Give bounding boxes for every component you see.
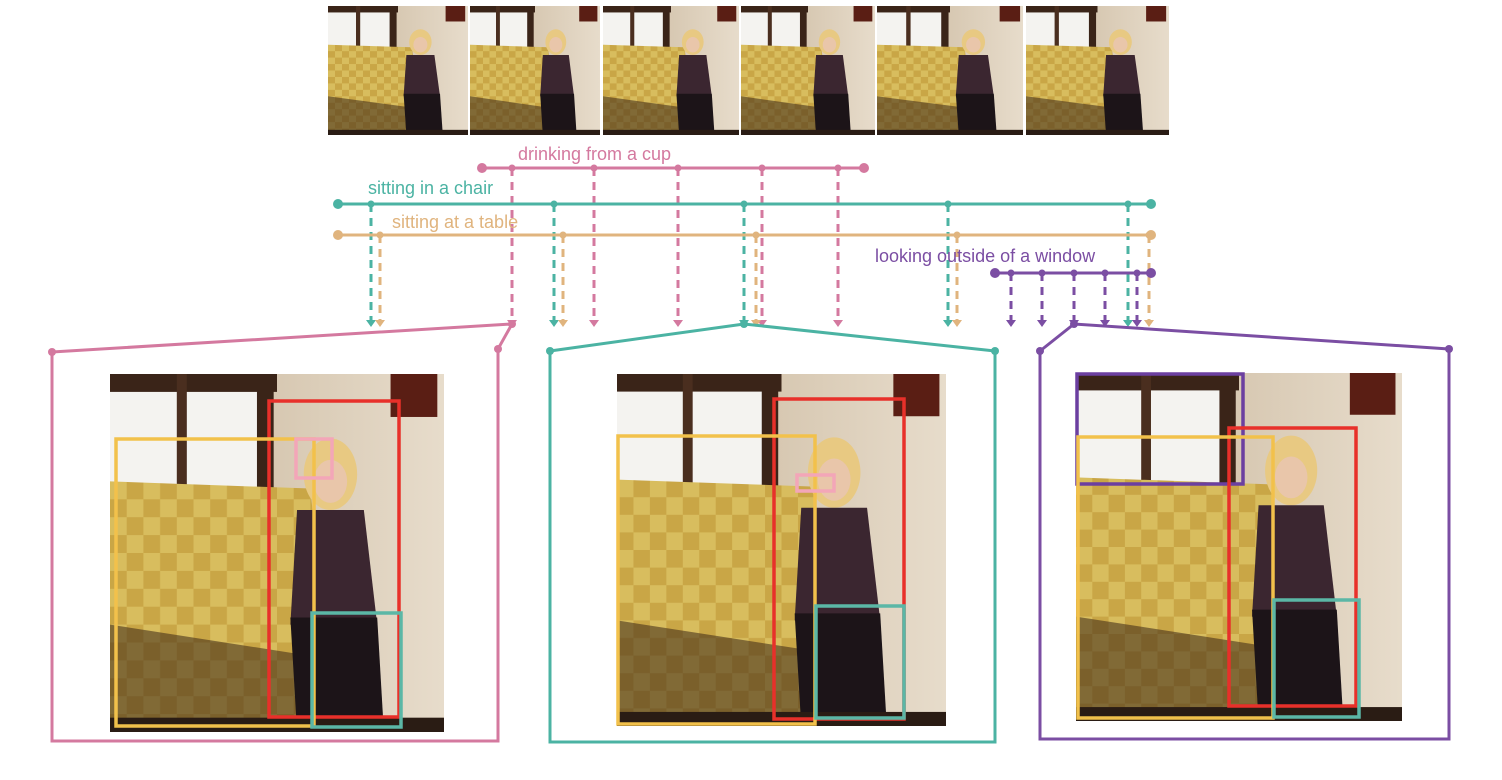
chair-box: [814, 604, 906, 720]
keyframe-panels: [48, 320, 1453, 744]
cup-box: [294, 437, 334, 480]
panel-chair-connector: [549, 322, 996, 353]
window-drop-5-top-dot: [1133, 269, 1141, 277]
window-drop-1-arrow: [1006, 320, 1016, 327]
panel-drinking-corner-left: [48, 348, 56, 356]
panel-chair-keyframe-image: [617, 374, 946, 726]
panel-drinking-corner-right: [494, 345, 502, 353]
chair-box: [1272, 598, 1361, 719]
chair-drop-4-arrow: [943, 320, 953, 327]
table-drop-2-arrow: [558, 320, 568, 327]
drinking-end-dot: [859, 163, 869, 173]
frame-thumbnail-5: [877, 6, 1023, 135]
chair-drop-5-top-dot: [1124, 200, 1132, 208]
drinking-drop-3-arrow: [673, 320, 683, 327]
chair-box: [310, 611, 403, 729]
person-box: [1227, 426, 1358, 708]
panel-drinking-frame: [50, 349, 500, 743]
panel-window-corner-left: [1036, 347, 1044, 355]
chair-start-dot: [333, 199, 343, 209]
label-looking-window: looking outside of a window: [875, 246, 1096, 266]
panel-chair-frame: [548, 351, 997, 744]
window-drop-3-top-dot: [1070, 269, 1078, 277]
window-drop-4-top-dot: [1101, 269, 1109, 277]
window-drop-2-top-dot: [1038, 269, 1046, 277]
panel-chair-corner-right: [991, 347, 999, 355]
table-drop-3-top-dot: [752, 231, 760, 239]
chair-drop-4-top-dot: [944, 200, 952, 208]
panel-window: [1036, 320, 1453, 741]
table-drop-1-arrow: [375, 320, 385, 327]
panel-window-connector: [1039, 322, 1450, 353]
drinking-drop-1-top-dot: [508, 164, 516, 172]
frame-strip: [328, 6, 1169, 135]
table-box: [1076, 435, 1275, 720]
drinking-drop-4-top-dot: [758, 164, 766, 172]
table-drop-5-top-dot: [1145, 231, 1153, 239]
chair-drop-2-top-dot: [550, 200, 558, 208]
panel-drinking-keyframe-image: [110, 374, 444, 732]
window-drop-2-arrow: [1037, 320, 1047, 327]
chair-end-dot: [1146, 199, 1156, 209]
table-drop-2-top-dot: [559, 231, 567, 239]
drinking-drop-2-arrow: [589, 320, 599, 327]
panel-drinking: [48, 320, 516, 743]
frame-thumbnail-6: [1026, 6, 1169, 135]
panel-drinking-connector: [51, 322, 515, 354]
label-sitting-table: sitting at a table: [392, 212, 518, 232]
label-drinking: drinking from a cup: [518, 144, 671, 164]
chair-drop-5-arrow: [1123, 320, 1133, 327]
drinking-drop-5-arrow: [833, 320, 843, 327]
drinking-drop-5-top-dot: [834, 164, 842, 172]
window-start-dot: [990, 268, 1000, 278]
panel-window-apex: [1070, 320, 1078, 328]
panel-window-frame: [1038, 349, 1451, 741]
table-drop-4-top-dot: [953, 231, 961, 239]
chair-drop-2-arrow: [549, 320, 559, 327]
panel-chair: [546, 320, 999, 744]
chair-drop-3-top-dot: [740, 200, 748, 208]
window-drop-5-arrow: [1132, 320, 1142, 327]
table-drop-3-arrow: [751, 320, 761, 327]
frame-thumbnail-4: [741, 6, 875, 135]
table-start-dot: [333, 230, 343, 240]
drinking-drop-3-top-dot: [674, 164, 682, 172]
table-drop-5-arrow: [1144, 320, 1154, 327]
chair-drop-1-arrow: [366, 320, 376, 327]
panel-chair-corner-left: [546, 347, 554, 355]
panel-window-corner-right: [1445, 345, 1453, 353]
table-drop-4-arrow: [952, 320, 962, 327]
panel-window-keyframe-image: [1076, 373, 1402, 721]
panel-chair-apex: [740, 320, 748, 328]
table-drop-1-top-dot: [376, 231, 384, 239]
cup-box: [795, 473, 836, 493]
table-box: [114, 437, 316, 728]
panel-drinking-apex: [508, 320, 516, 328]
frame-thumbnail-2: [470, 6, 600, 135]
drinking-drop-2-top-dot: [590, 164, 598, 172]
table-box: [616, 434, 817, 726]
window-drop-1-top-dot: [1007, 269, 1015, 277]
chair-drop-1-top-dot: [367, 200, 375, 208]
window-drop-4-arrow: [1100, 320, 1110, 327]
action-timelines: [333, 163, 1156, 327]
frame-thumbnail-3: [603, 6, 739, 135]
window-end-dot: [1146, 268, 1156, 278]
drinking-start-dot: [477, 163, 487, 173]
frame-thumbnail-1: [328, 6, 468, 135]
person-box: [267, 399, 401, 719]
label-sitting-chair: sitting in a chair: [368, 178, 493, 198]
